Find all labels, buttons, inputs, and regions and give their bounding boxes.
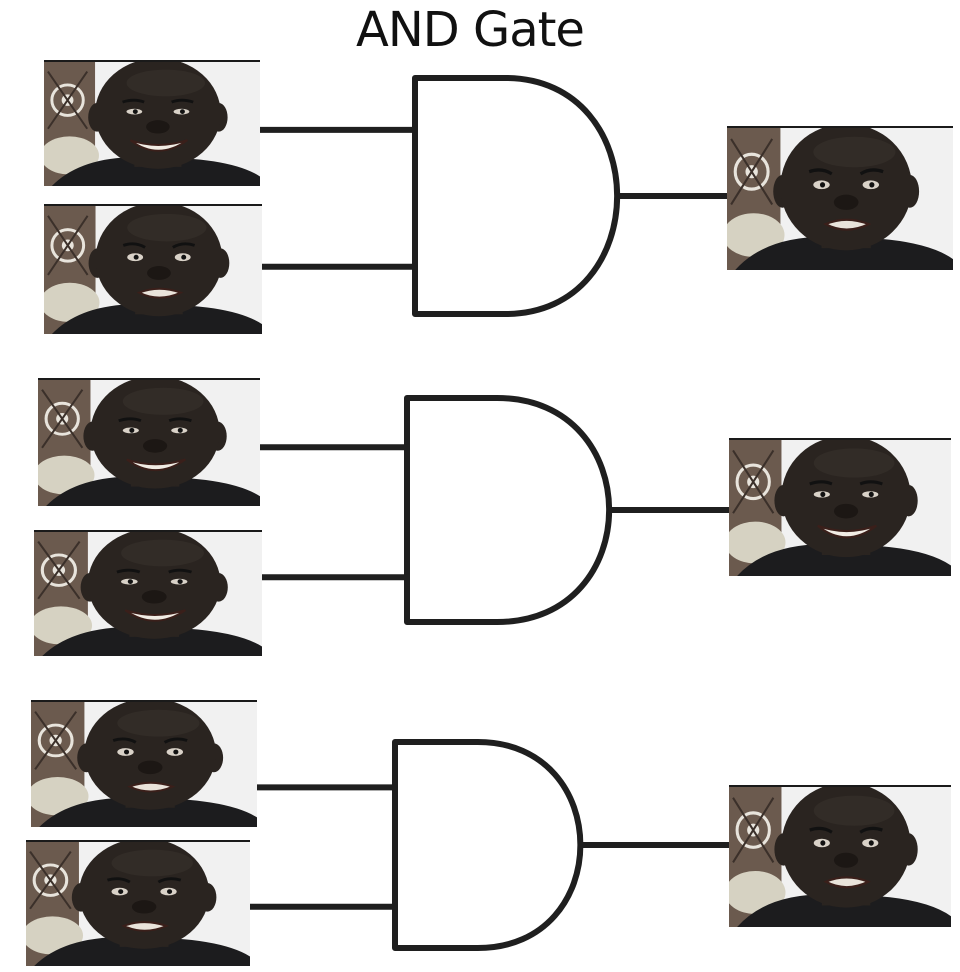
gate-2-input-a-face-smiling	[38, 378, 260, 506]
gate-2-input-b-face-smiling	[34, 530, 262, 656]
gate-1-symbol	[412, 75, 621, 317]
gate-3-input-b-face-worried	[26, 840, 250, 966]
gate-3-input-a-face-worried	[31, 700, 257, 827]
gate-3-output-face-worried	[729, 785, 951, 927]
diagram-title: AND Gate	[356, 2, 585, 58]
gate-1-input-b-face-worried	[44, 204, 262, 334]
gate-1-input-a-face-smiling	[44, 60, 260, 186]
gate-2-output-face-smiling	[729, 438, 951, 576]
gate-2-symbol	[404, 395, 612, 625]
gate-1-output-face-worried	[727, 126, 953, 270]
gate-3-symbol	[392, 739, 584, 951]
